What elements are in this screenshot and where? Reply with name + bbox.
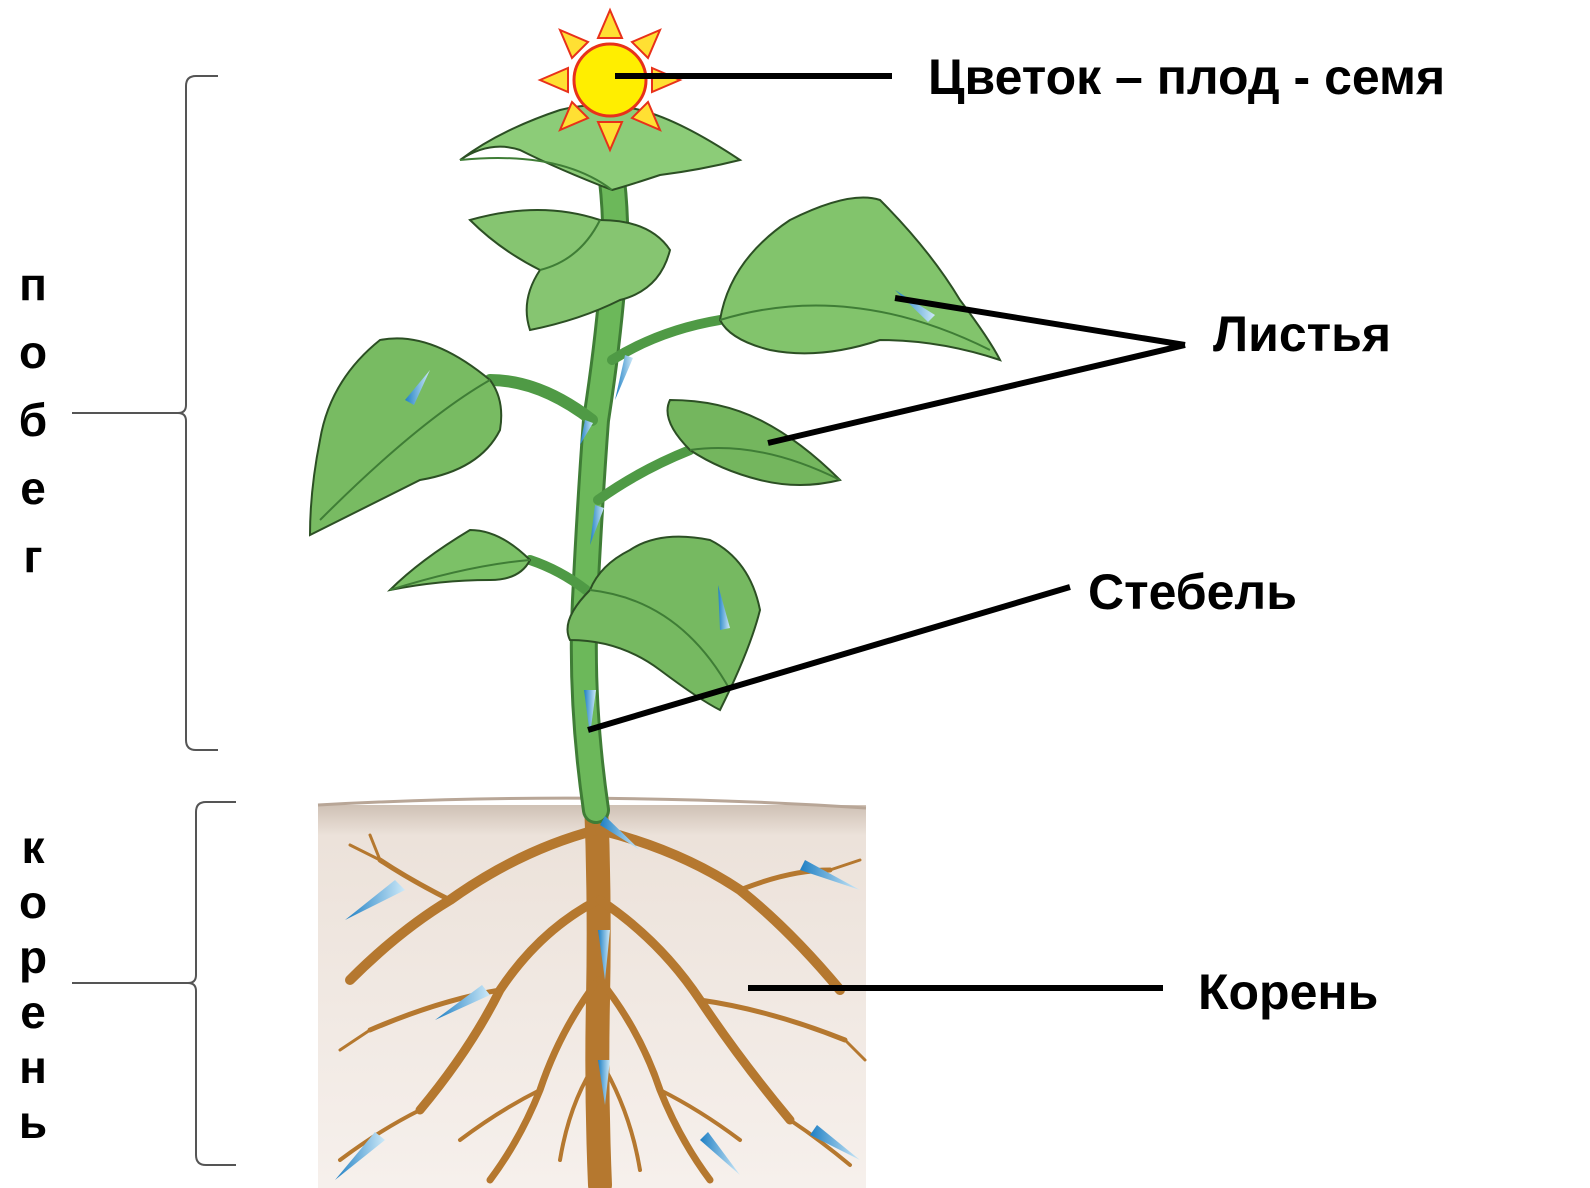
label-root-vertical: к о р е н ь: [8, 820, 58, 1150]
shoot-letter: г: [8, 522, 58, 590]
leaves: [310, 105, 1000, 710]
shoot-letter: п: [8, 250, 58, 318]
leaf-upper-left: [470, 210, 670, 330]
leaf-lower-left: [390, 530, 530, 590]
shoot-letter: б: [8, 386, 58, 454]
root-letter: е: [8, 985, 58, 1040]
root-letter: р: [8, 930, 58, 985]
brackets: [72, 76, 236, 1165]
bracket-shoot: [72, 76, 218, 750]
label-flower-fruit-seed: Цветок – плод - семя: [928, 52, 1445, 102]
leaf-top: [460, 105, 740, 190]
label-shoot-vertical: п о б е г: [8, 250, 58, 590]
sun-icon: [540, 10, 680, 150]
root-letter: ь: [8, 1095, 58, 1150]
label-stem: Стебель: [1088, 567, 1297, 617]
root-letter: н: [8, 1040, 58, 1095]
root-letter: к: [8, 820, 58, 875]
pointer-leaf-lower: [768, 345, 1185, 443]
bracket-root: [72, 802, 236, 1165]
label-root: Корень: [1198, 967, 1378, 1017]
root-letter: о: [8, 875, 58, 930]
shoot-letter: е: [8, 454, 58, 522]
leaf-middle-left: [310, 338, 501, 535]
leaf-middle-right: [668, 400, 841, 485]
label-leaves: Листья: [1213, 309, 1391, 359]
shoot-letter: о: [8, 318, 58, 386]
